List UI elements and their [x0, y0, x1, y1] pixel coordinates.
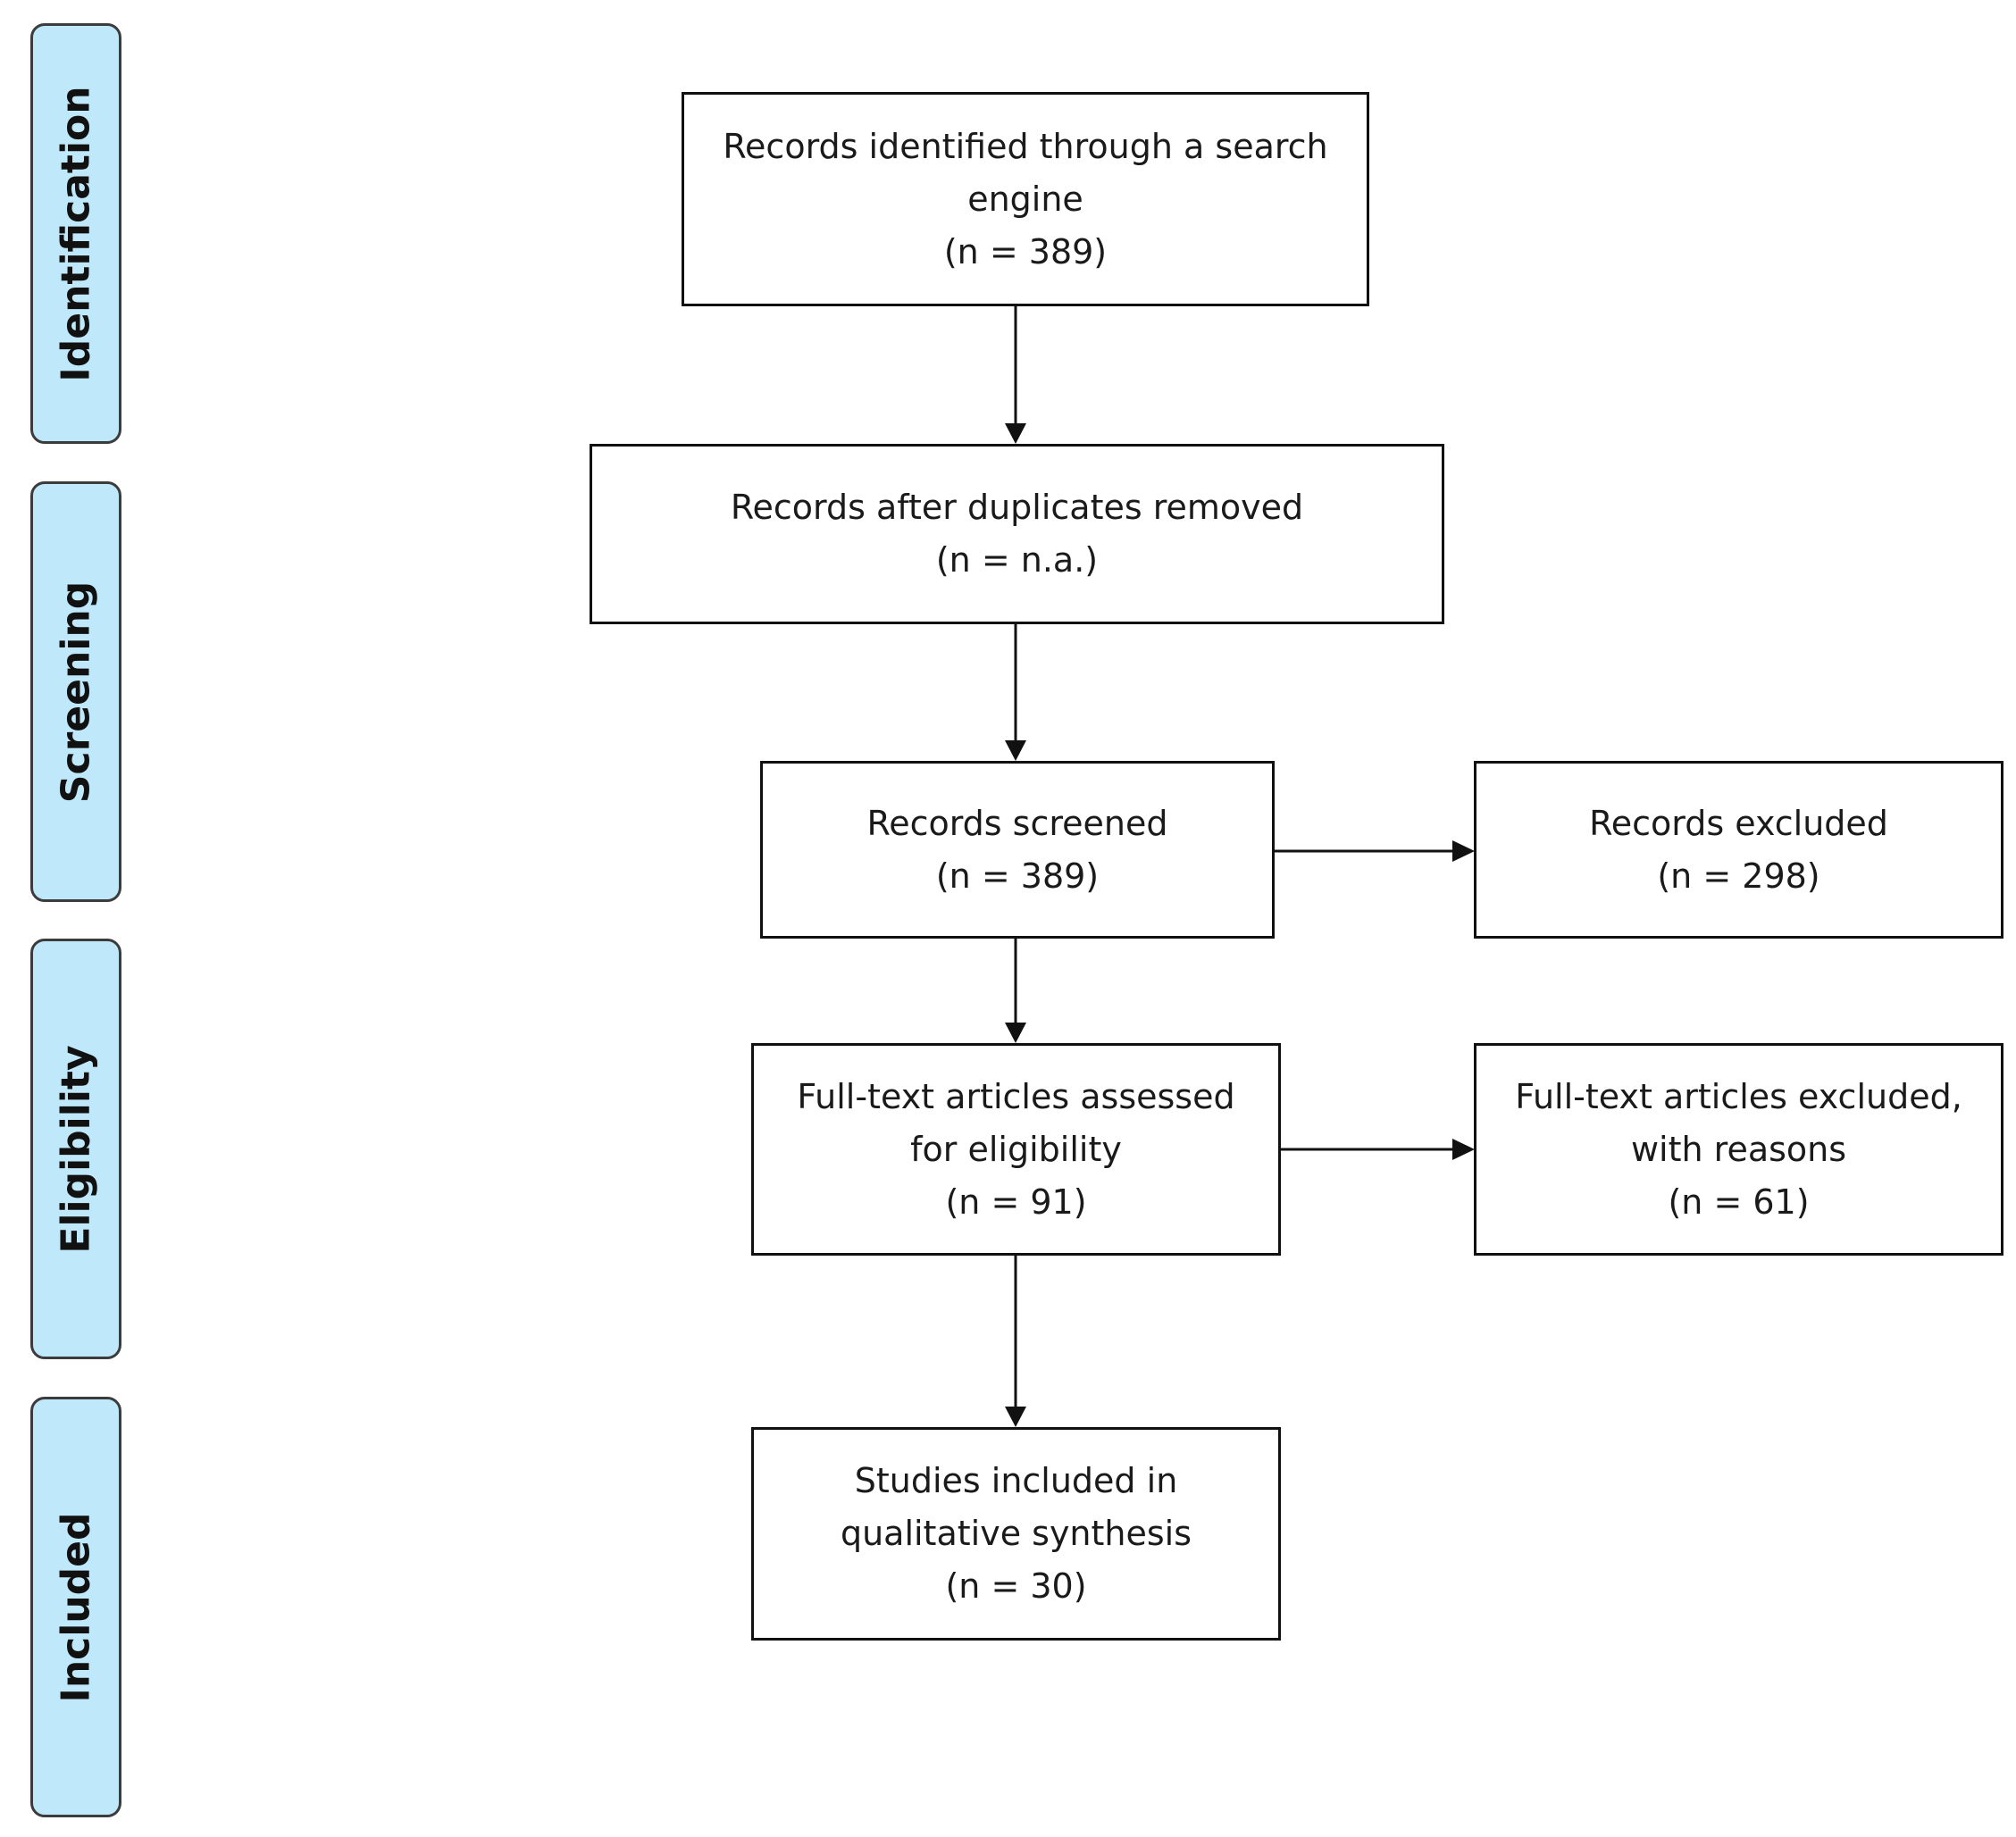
box-text: Records identified through a search: [723, 126, 1328, 166]
box-count: (n = 389): [943, 231, 1108, 271]
arrow-duplicates-to-screened: [1005, 623, 1026, 761]
box-studies-included: Studies included in qualitative synthesi…: [751, 1427, 1281, 1641]
arrow-assessed-to-included: [1005, 1255, 1026, 1427]
box-text: Full-text articles excluded,: [1515, 1076, 1962, 1116]
phase-label: Included: [53, 1511, 99, 1703]
phase-label: Identification: [53, 85, 99, 382]
arrow-screened-to-excluded: [1273, 840, 1475, 862]
box-text: Records screened: [866, 803, 1168, 843]
box-text: engine: [967, 179, 1083, 219]
box-text: Studies included in: [854, 1461, 1178, 1500]
box-text: qualitative synthesis: [840, 1514, 1192, 1553]
phase-label: Screening: [53, 580, 99, 803]
phase-label: Eligibility: [53, 1044, 99, 1254]
arrow-assessed-to-fulltext-excluded: [1279, 1139, 1475, 1160]
arrow-screened-to-assessed: [1005, 938, 1026, 1043]
phase-included: Included: [30, 1397, 121, 1817]
box-records-after-duplicates: Records after duplicates removed (n = n.…: [590, 444, 1444, 624]
box-text: for eligibility: [910, 1129, 1122, 1169]
box-records-identified: Records identified through a search engi…: [682, 92, 1369, 306]
box-text: Records excluded: [1589, 803, 1888, 843]
phase-identification: Identification: [30, 23, 121, 444]
box-count: (n = 298): [1657, 856, 1820, 896]
box-fulltext-assessed: Full-text articles assessed for eligibil…: [751, 1043, 1281, 1256]
box-count: (n = 30): [945, 1566, 1087, 1606]
box-records-excluded: Records excluded (n = 298): [1474, 761, 2003, 939]
box-text: Full-text articles assessed: [797, 1076, 1235, 1116]
box-count: (n = 61): [1668, 1182, 1810, 1222]
box-fulltext-excluded: Full-text articles excluded, with reason…: [1474, 1043, 2003, 1256]
phase-eligibility: Eligibility: [30, 939, 121, 1359]
box-count: (n = 389): [935, 856, 1100, 896]
box-text: with reasons: [1630, 1129, 1847, 1169]
box-count: (n = 91): [945, 1182, 1087, 1222]
box-text: Records after duplicates removed: [730, 488, 1304, 527]
box-records-screened: Records screened (n = 389): [760, 761, 1275, 939]
box-count: (n = n.a.): [935, 540, 1099, 580]
phase-screening: Screening: [30, 481, 121, 902]
arrow-identified-to-duplicates: [1005, 305, 1026, 444]
